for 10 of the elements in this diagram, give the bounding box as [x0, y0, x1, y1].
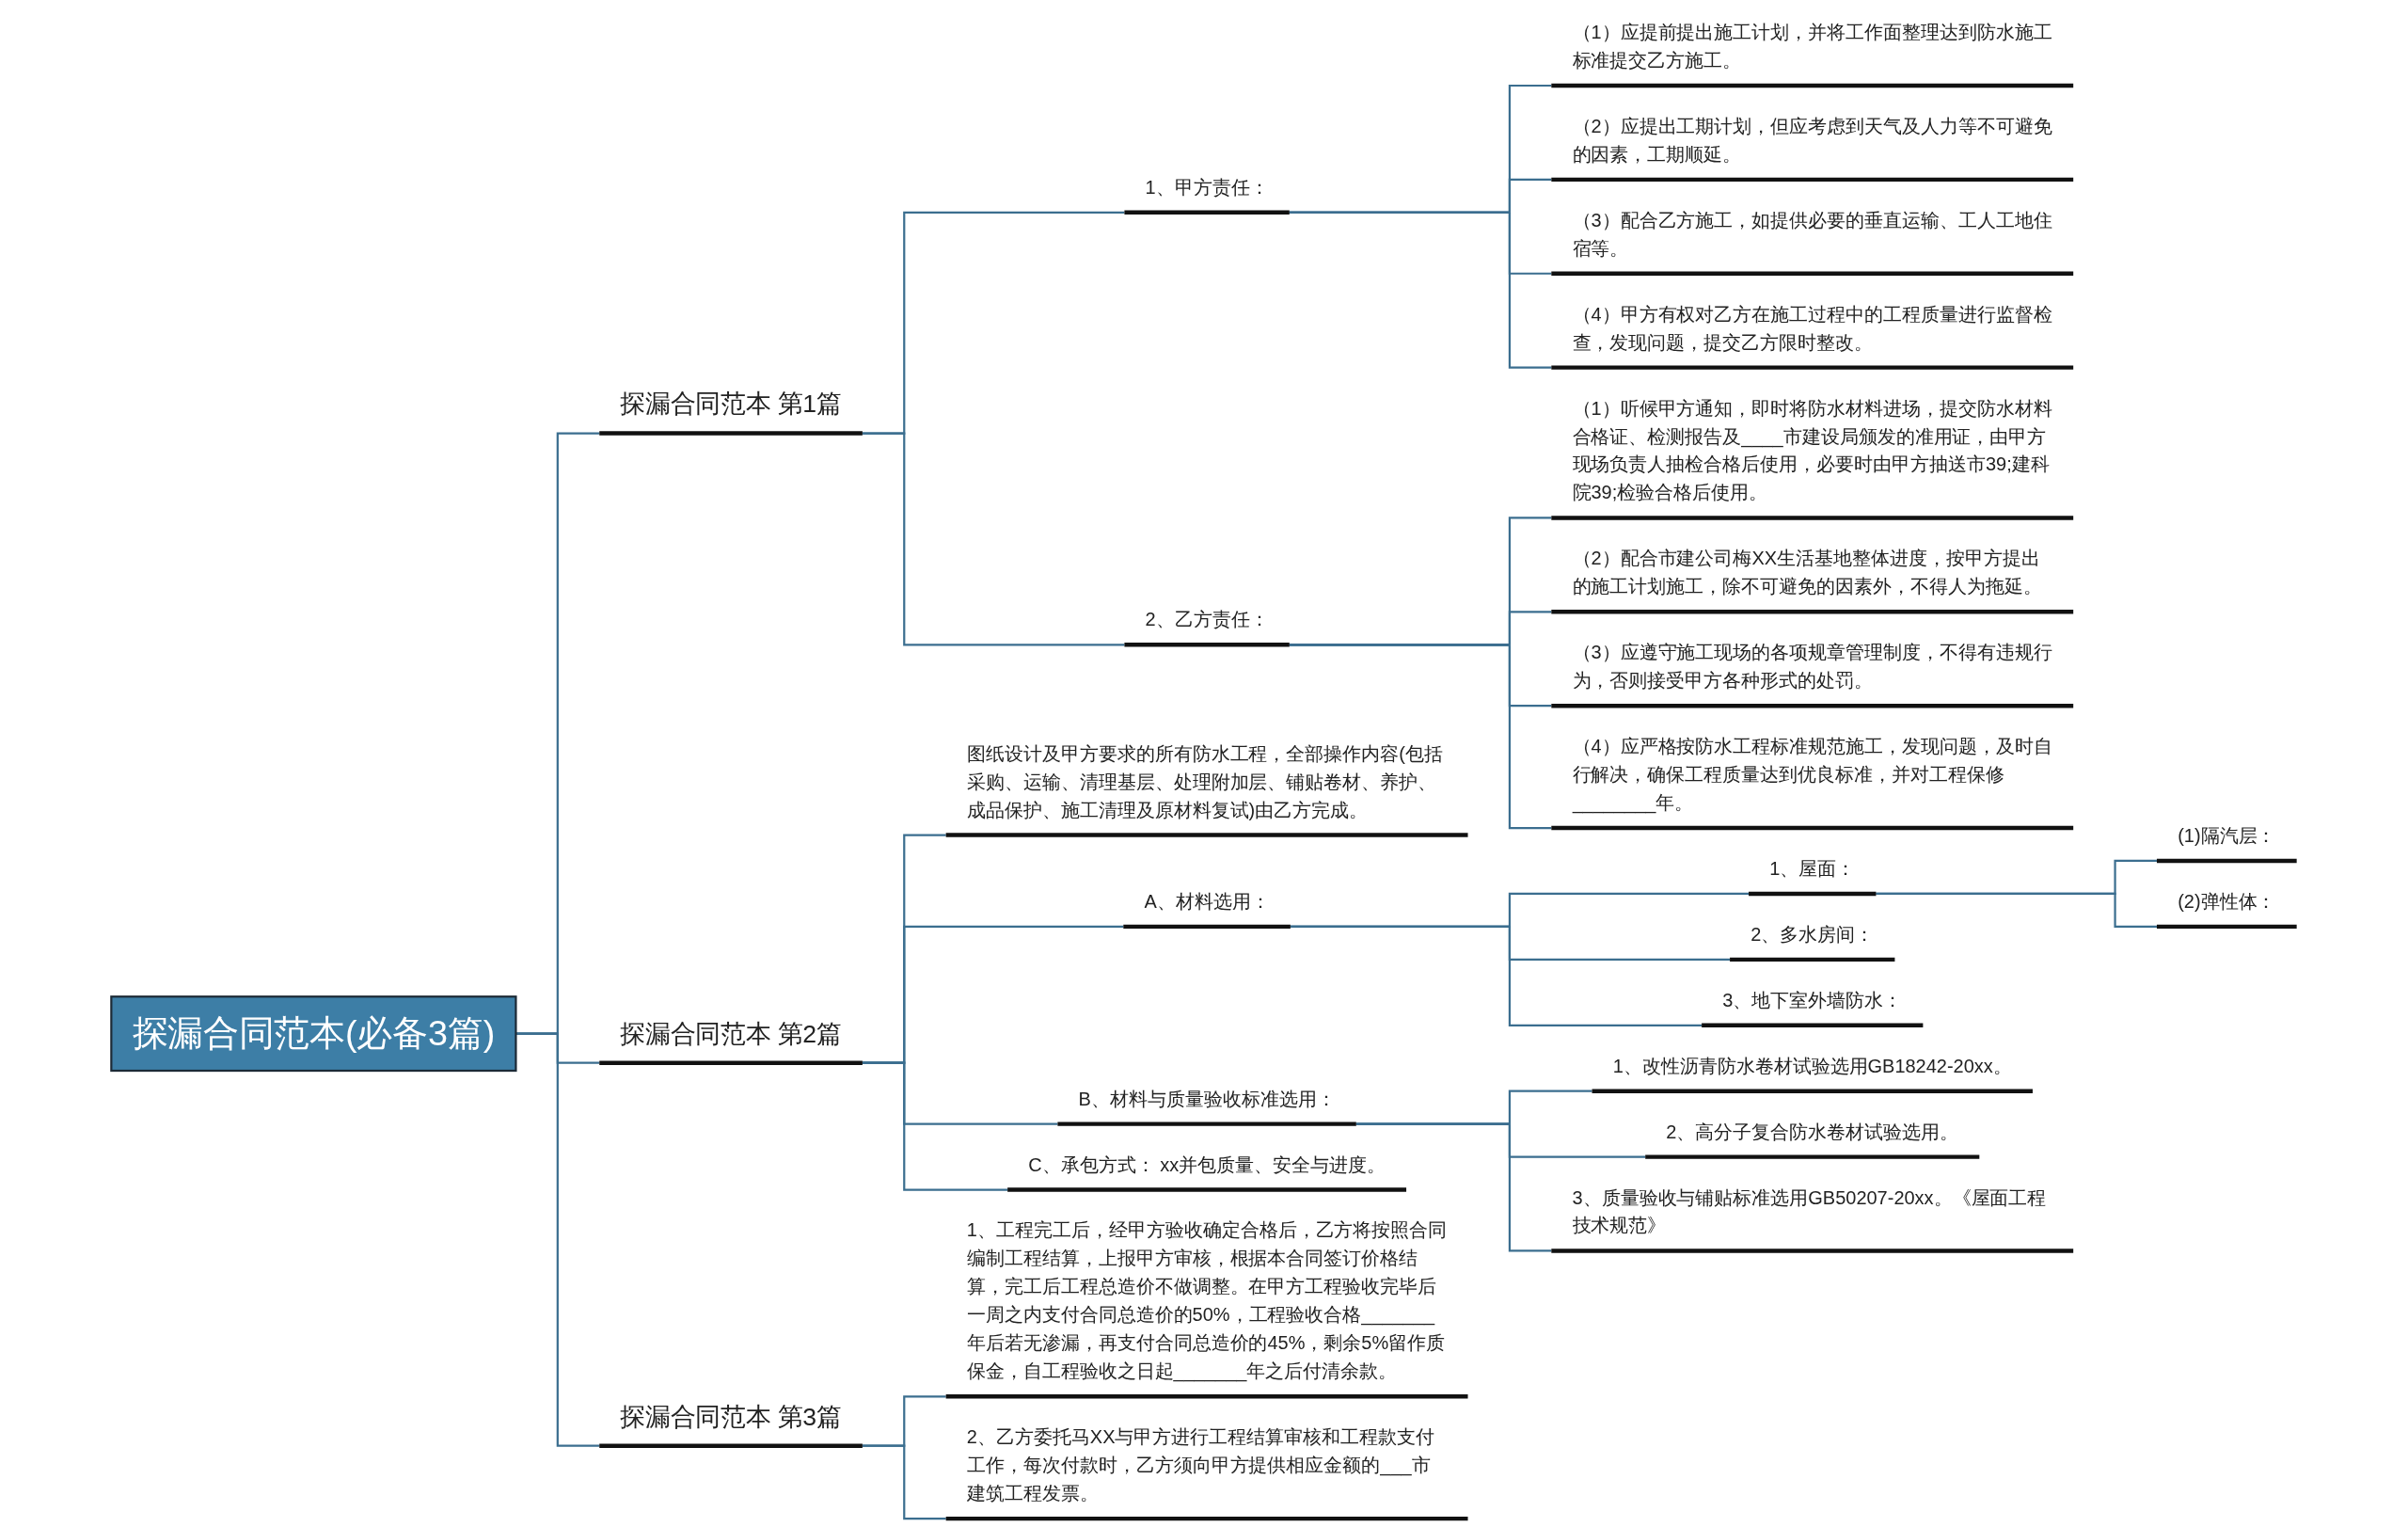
connector — [1289, 211, 1552, 369]
connector — [1355, 1122, 1552, 1252]
connector — [1876, 892, 2157, 928]
node-box: 探漏合同范本(必备3篇) — [110, 995, 517, 1073]
connector — [862, 1061, 1008, 1191]
connector — [515, 1032, 600, 1447]
connector — [1290, 925, 1703, 1026]
connector — [862, 1444, 946, 1520]
connector — [1289, 644, 1552, 830]
connector — [862, 432, 1125, 646]
